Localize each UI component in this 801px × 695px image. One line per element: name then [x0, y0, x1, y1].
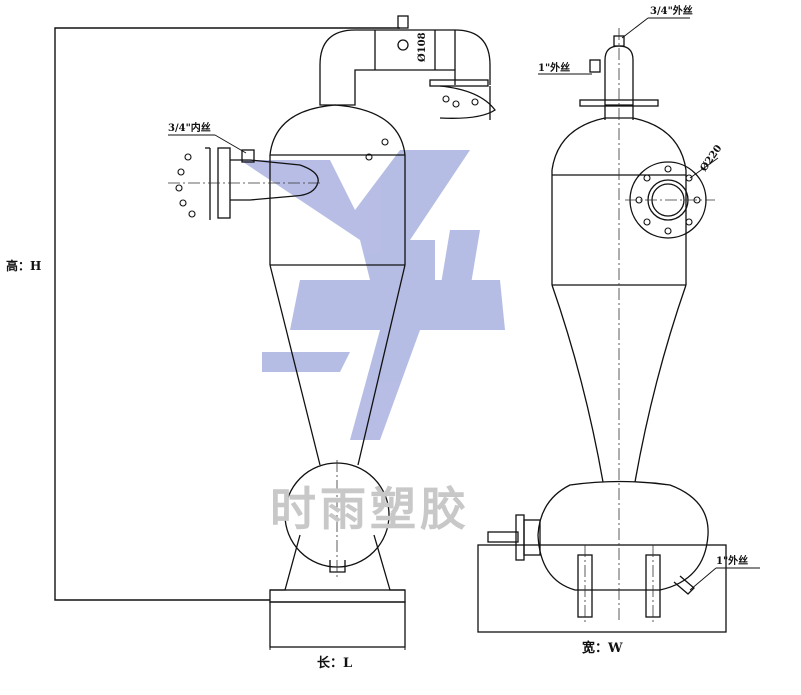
side-thread-label: 1"外丝: [538, 61, 570, 74]
top-thread-label: 3/4"外丝: [650, 4, 693, 17]
length-dimension: [269, 647, 406, 650]
height-frame: [54, 27, 400, 601]
watermark-text: 时雨塑胶: [270, 482, 470, 536]
side-view: [205, 15, 496, 648]
inlet-thread-callout: [168, 134, 247, 154]
front-view-centerlines: [584, 28, 715, 625]
length-label: 长：L: [317, 655, 352, 671]
pipe-diameter-label: Ø108: [417, 32, 428, 62]
front-view: [477, 35, 727, 633]
flange-dim-callout: [689, 157, 719, 179]
bottom-thread-callout: [689, 567, 760, 591]
bottom-thread-label: 1"外丝: [716, 554, 748, 567]
flange-diameter-label: Ø220: [698, 143, 724, 174]
watermark-logo: [240, 150, 505, 440]
side-view-centerlines: [168, 182, 338, 580]
height-label: 高：H: [6, 258, 41, 273]
width-label: 宽：W: [581, 640, 623, 656]
side-view-bolts: [175, 95, 479, 218]
top-thread-callout: [621, 17, 690, 39]
inlet-thread-label: 3/4"内丝: [168, 121, 211, 134]
